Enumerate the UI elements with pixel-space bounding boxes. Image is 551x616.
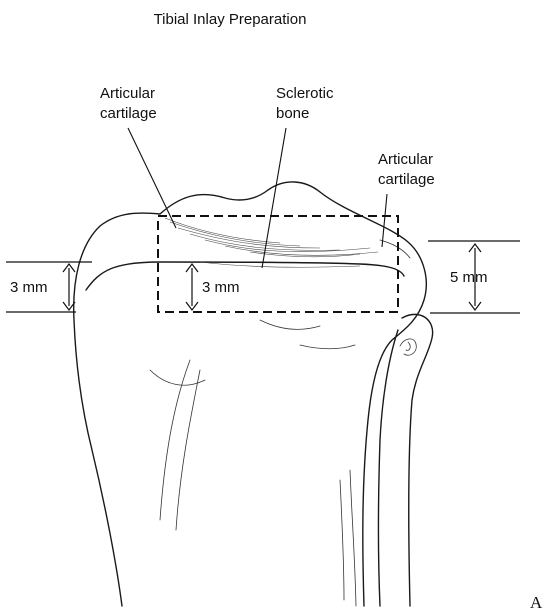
svg-text:cartilage: cartilage: [100, 105, 157, 122]
svg-text:Sclerotic: Sclerotic: [276, 85, 334, 102]
svg-text:bone: bone: [276, 105, 309, 122]
dimension-left: 3 mm: [6, 262, 92, 312]
diagram-title: Tibial Inlay Preparation: [154, 11, 307, 28]
dimension-right: 5 mm: [428, 241, 520, 313]
svg-text:cartilage: cartilage: [378, 171, 435, 188]
figure-panel-letter: A: [530, 593, 543, 612]
label-sclerotic-bone: Sclerotic bone: [262, 85, 334, 268]
dimension-label-right: 5 mm: [450, 269, 488, 286]
svg-text:Articular: Articular: [100, 85, 155, 102]
dimension-center: 3 mm: [186, 264, 240, 310]
label-articular-cartilage-right: Articular cartilage: [378, 151, 435, 247]
svg-text:Articular: Articular: [378, 151, 433, 168]
tibia-bone-illustration: [74, 182, 433, 606]
leader-line-articular-right: [382, 194, 387, 247]
label-articular-cartilage-left: Articular cartilage: [100, 85, 176, 228]
dimension-label-center: 3 mm: [202, 279, 240, 296]
dimension-label-left: 3 mm: [10, 279, 48, 296]
